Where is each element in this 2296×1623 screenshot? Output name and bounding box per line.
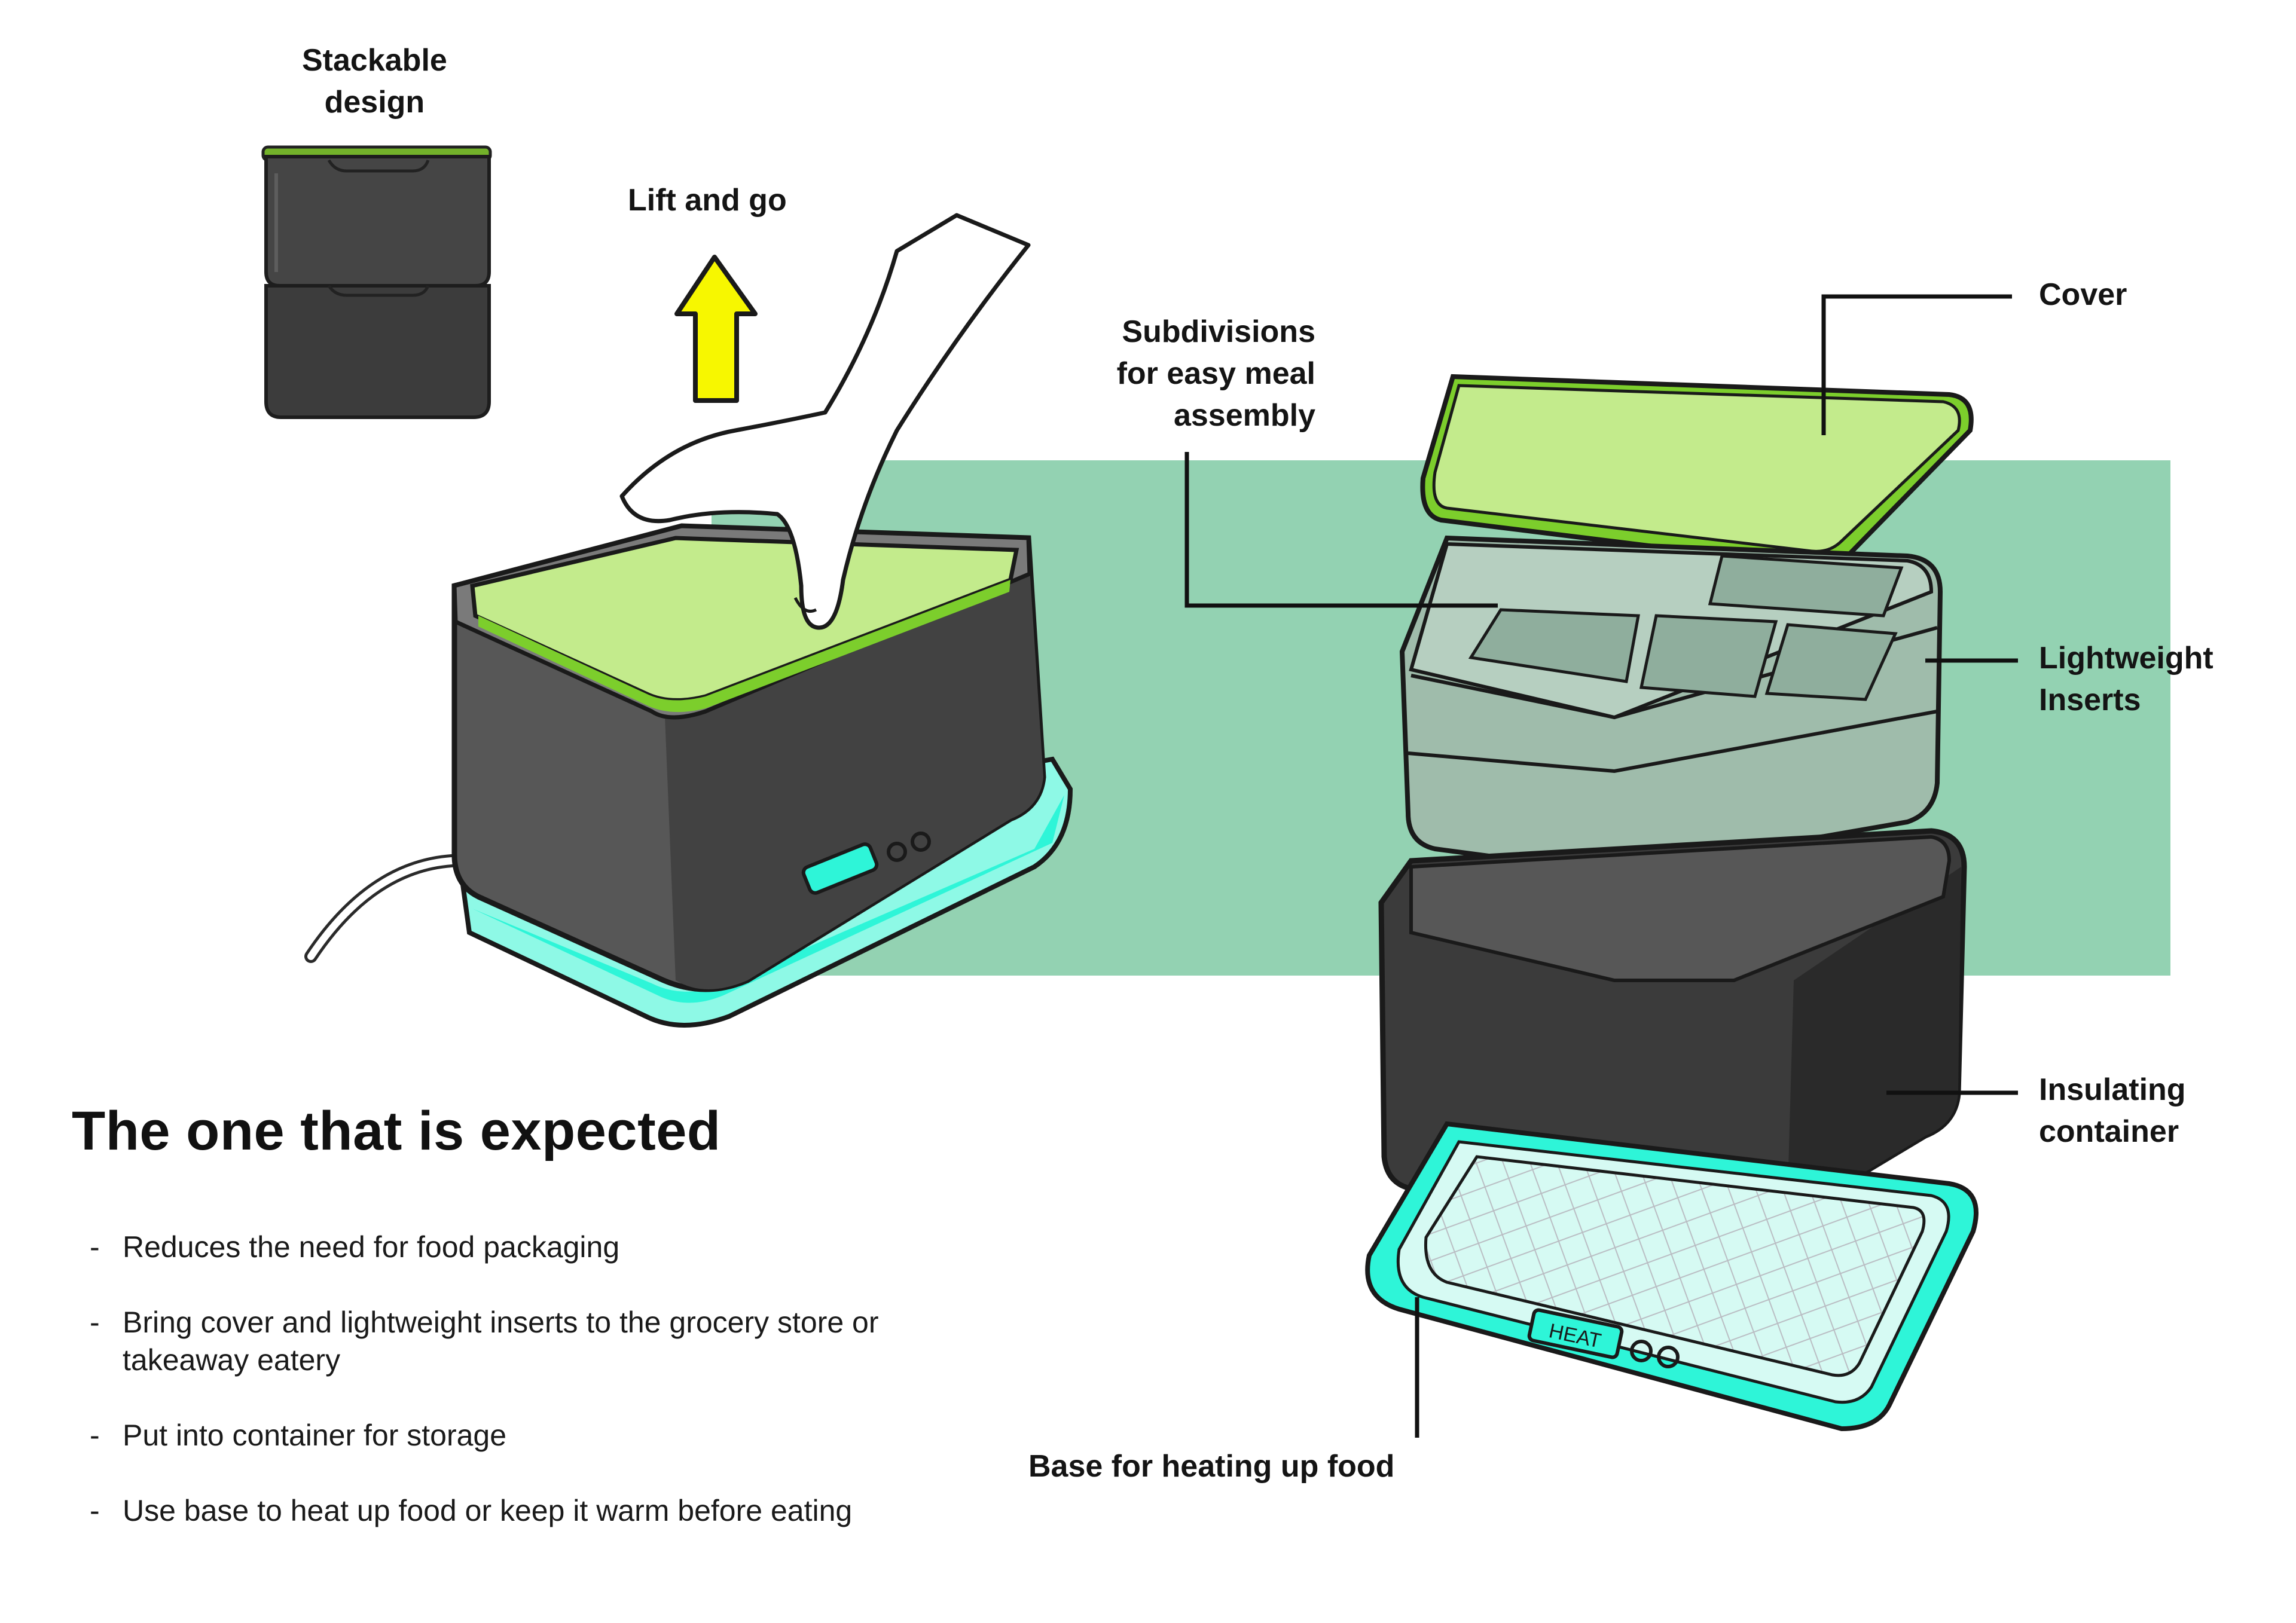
feature-list: Reduces the need for food packaging Brin… bbox=[90, 1228, 903, 1567]
list-item: Bring cover and lightweight inserts to t… bbox=[90, 1304, 903, 1379]
power-cord bbox=[304, 854, 458, 963]
list-item: Put into container for storage bbox=[90, 1417, 903, 1454]
leader-lines bbox=[1184, 294, 2018, 1438]
assembled-lunchbox bbox=[451, 523, 1073, 1028]
list-item: Reduces the need for food packaging bbox=[90, 1228, 903, 1266]
heating-base: HEAT bbox=[1365, 1121, 1979, 1432]
label-cover: Cover bbox=[2039, 277, 2127, 312]
page-title: The one that is expected bbox=[72, 1101, 721, 1162]
lift-arrow bbox=[674, 255, 758, 403]
label-lift-and-go: Lift and go bbox=[628, 183, 787, 218]
lightweight-inserts bbox=[1399, 535, 1943, 876]
label-heating-base: Base for heating up food bbox=[1028, 1449, 1395, 1484]
stacked-boxes-sketch bbox=[261, 145, 492, 419]
list-item: Use base to heat up food or keep it warm… bbox=[90, 1492, 903, 1530]
cover-lid bbox=[1420, 374, 1974, 570]
insulating-container bbox=[1378, 828, 1967, 1220]
hand-sketch bbox=[619, 213, 1031, 630]
